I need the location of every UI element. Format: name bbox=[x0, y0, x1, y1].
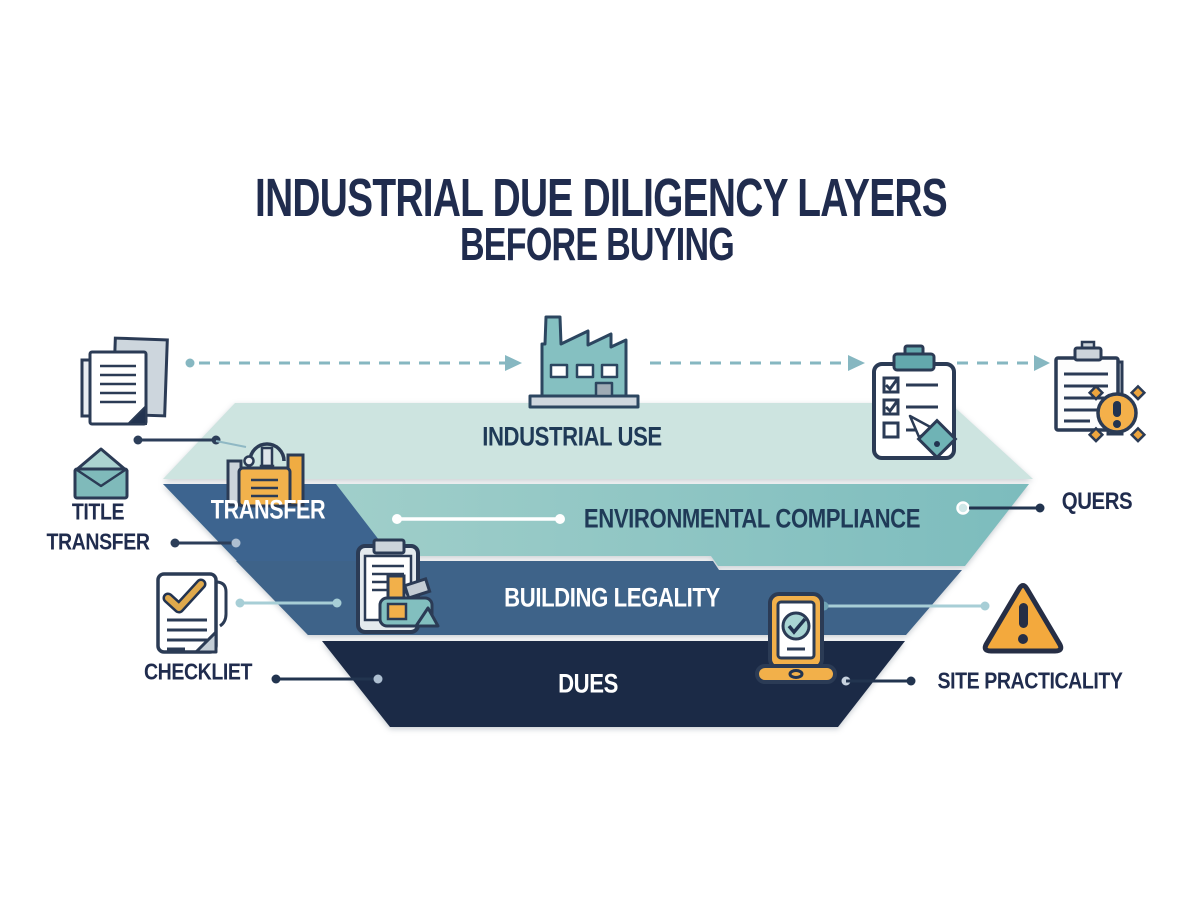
check-mark bbox=[165, 581, 204, 611]
text-lines bbox=[1064, 372, 1108, 423]
connector-dot bbox=[231, 538, 241, 548]
dock-button bbox=[788, 669, 804, 679]
body-lines bbox=[251, 478, 278, 498]
side-label-site-practicality: SITE PRACTICALITY bbox=[937, 667, 1123, 694]
exclamation-icon bbox=[1019, 603, 1028, 628]
flow-arrows bbox=[185, 355, 1050, 371]
layer-label-industrial-use: INDUSTRIAL USE bbox=[482, 421, 662, 452]
factory-platform bbox=[528, 394, 640, 409]
funnel-layer-industrial-use bbox=[163, 403, 1033, 479]
layer-label-dues: DUES bbox=[558, 668, 618, 699]
flow-start-dot bbox=[185, 358, 195, 368]
check-mark bbox=[884, 377, 900, 392]
connector-dot bbox=[235, 598, 245, 608]
lock-machine-icon bbox=[226, 442, 305, 508]
lock-shackle bbox=[248, 442, 286, 462]
connector-dot bbox=[1035, 503, 1045, 513]
connector-dot bbox=[392, 514, 402, 524]
connector-dot bbox=[170, 538, 180, 548]
checkbox-empty bbox=[882, 421, 900, 439]
factory-window bbox=[600, 363, 619, 379]
exclamation-dot bbox=[1018, 634, 1028, 644]
gear-nub bbox=[1087, 384, 1105, 401]
arrowhead-icon bbox=[1034, 355, 1050, 371]
front-page bbox=[88, 350, 148, 426]
funnel-layer-dues bbox=[322, 641, 905, 727]
clip bbox=[892, 352, 936, 372]
stamp-cap bbox=[402, 577, 432, 600]
exclamation-icon bbox=[1113, 401, 1121, 417]
wedge-label-transfer: TRANSFER bbox=[210, 494, 326, 525]
side-label-title-transfer: TITLE TRANSFER bbox=[46, 498, 150, 555]
warning-triangle-icon bbox=[982, 583, 1064, 654]
check-mark bbox=[884, 399, 900, 414]
factory-window bbox=[549, 363, 569, 379]
checklist-document-icon bbox=[156, 572, 228, 654]
exclamation-dot bbox=[1113, 420, 1121, 428]
connector-dot bbox=[555, 514, 565, 524]
gear-nub bbox=[1129, 384, 1147, 401]
factory-icon bbox=[528, 315, 640, 409]
clip bbox=[1073, 346, 1103, 362]
connectors bbox=[133, 435, 1045, 686]
shackle-ring bbox=[243, 455, 255, 467]
gear-nub bbox=[1129, 426, 1147, 443]
clipboard-stamp-icon bbox=[356, 538, 440, 634]
connector-dot bbox=[980, 601, 990, 611]
lock-key bbox=[260, 446, 274, 468]
arrowhead-icon bbox=[505, 355, 522, 371]
gear-nub bbox=[1087, 426, 1105, 443]
connector-dot bbox=[332, 598, 342, 608]
connector-dot bbox=[271, 674, 281, 684]
envelope-vee bbox=[76, 468, 126, 488]
text-lines bbox=[372, 564, 404, 592]
layer-label-building-legality: BUILDING LEGALITY bbox=[504, 582, 720, 613]
clip bbox=[372, 538, 406, 555]
diamond-pen bbox=[916, 418, 958, 460]
page-fold bbox=[125, 403, 147, 425]
text-lines bbox=[100, 364, 136, 404]
title-line-1: INDUSTRIAL DUE DILIGENCY LAYERS bbox=[254, 168, 948, 228]
page-curl bbox=[215, 580, 228, 628]
connector-dot bbox=[133, 435, 143, 445]
factory-window bbox=[575, 363, 595, 379]
check-circle bbox=[781, 611, 811, 641]
check-mark bbox=[787, 617, 807, 635]
clipboard-alert-icon bbox=[1054, 340, 1147, 443]
arrowhead-icon bbox=[848, 355, 865, 371]
title-line-2: BEFORE BUYING bbox=[459, 218, 735, 270]
envelope-icon bbox=[73, 447, 129, 500]
side-label-checklist: CHECKLIET bbox=[143, 658, 253, 685]
connector-dot bbox=[373, 674, 383, 684]
factory-body bbox=[540, 315, 628, 398]
connector-dot bbox=[906, 676, 916, 686]
page-fold bbox=[194, 630, 218, 654]
connector-dot bbox=[211, 435, 221, 445]
clipboard-checklist-icon bbox=[872, 344, 958, 460]
phone-check-icon bbox=[755, 592, 837, 684]
documents-stack-icon bbox=[80, 336, 169, 426]
stamp-pad bbox=[386, 602, 408, 621]
document-page bbox=[156, 572, 218, 654]
stamp-foot bbox=[414, 606, 440, 628]
factory-door bbox=[594, 381, 614, 398]
connector-tail bbox=[215, 440, 247, 448]
text-lines bbox=[167, 618, 207, 651]
connector-ring-dot bbox=[956, 501, 970, 515]
side-label-queries: QUERS bbox=[1061, 488, 1133, 515]
diamond-dot bbox=[934, 441, 940, 447]
layer-label-environmental-compliance: ENVIRONMENTAL COMPLIANCE bbox=[583, 503, 921, 534]
